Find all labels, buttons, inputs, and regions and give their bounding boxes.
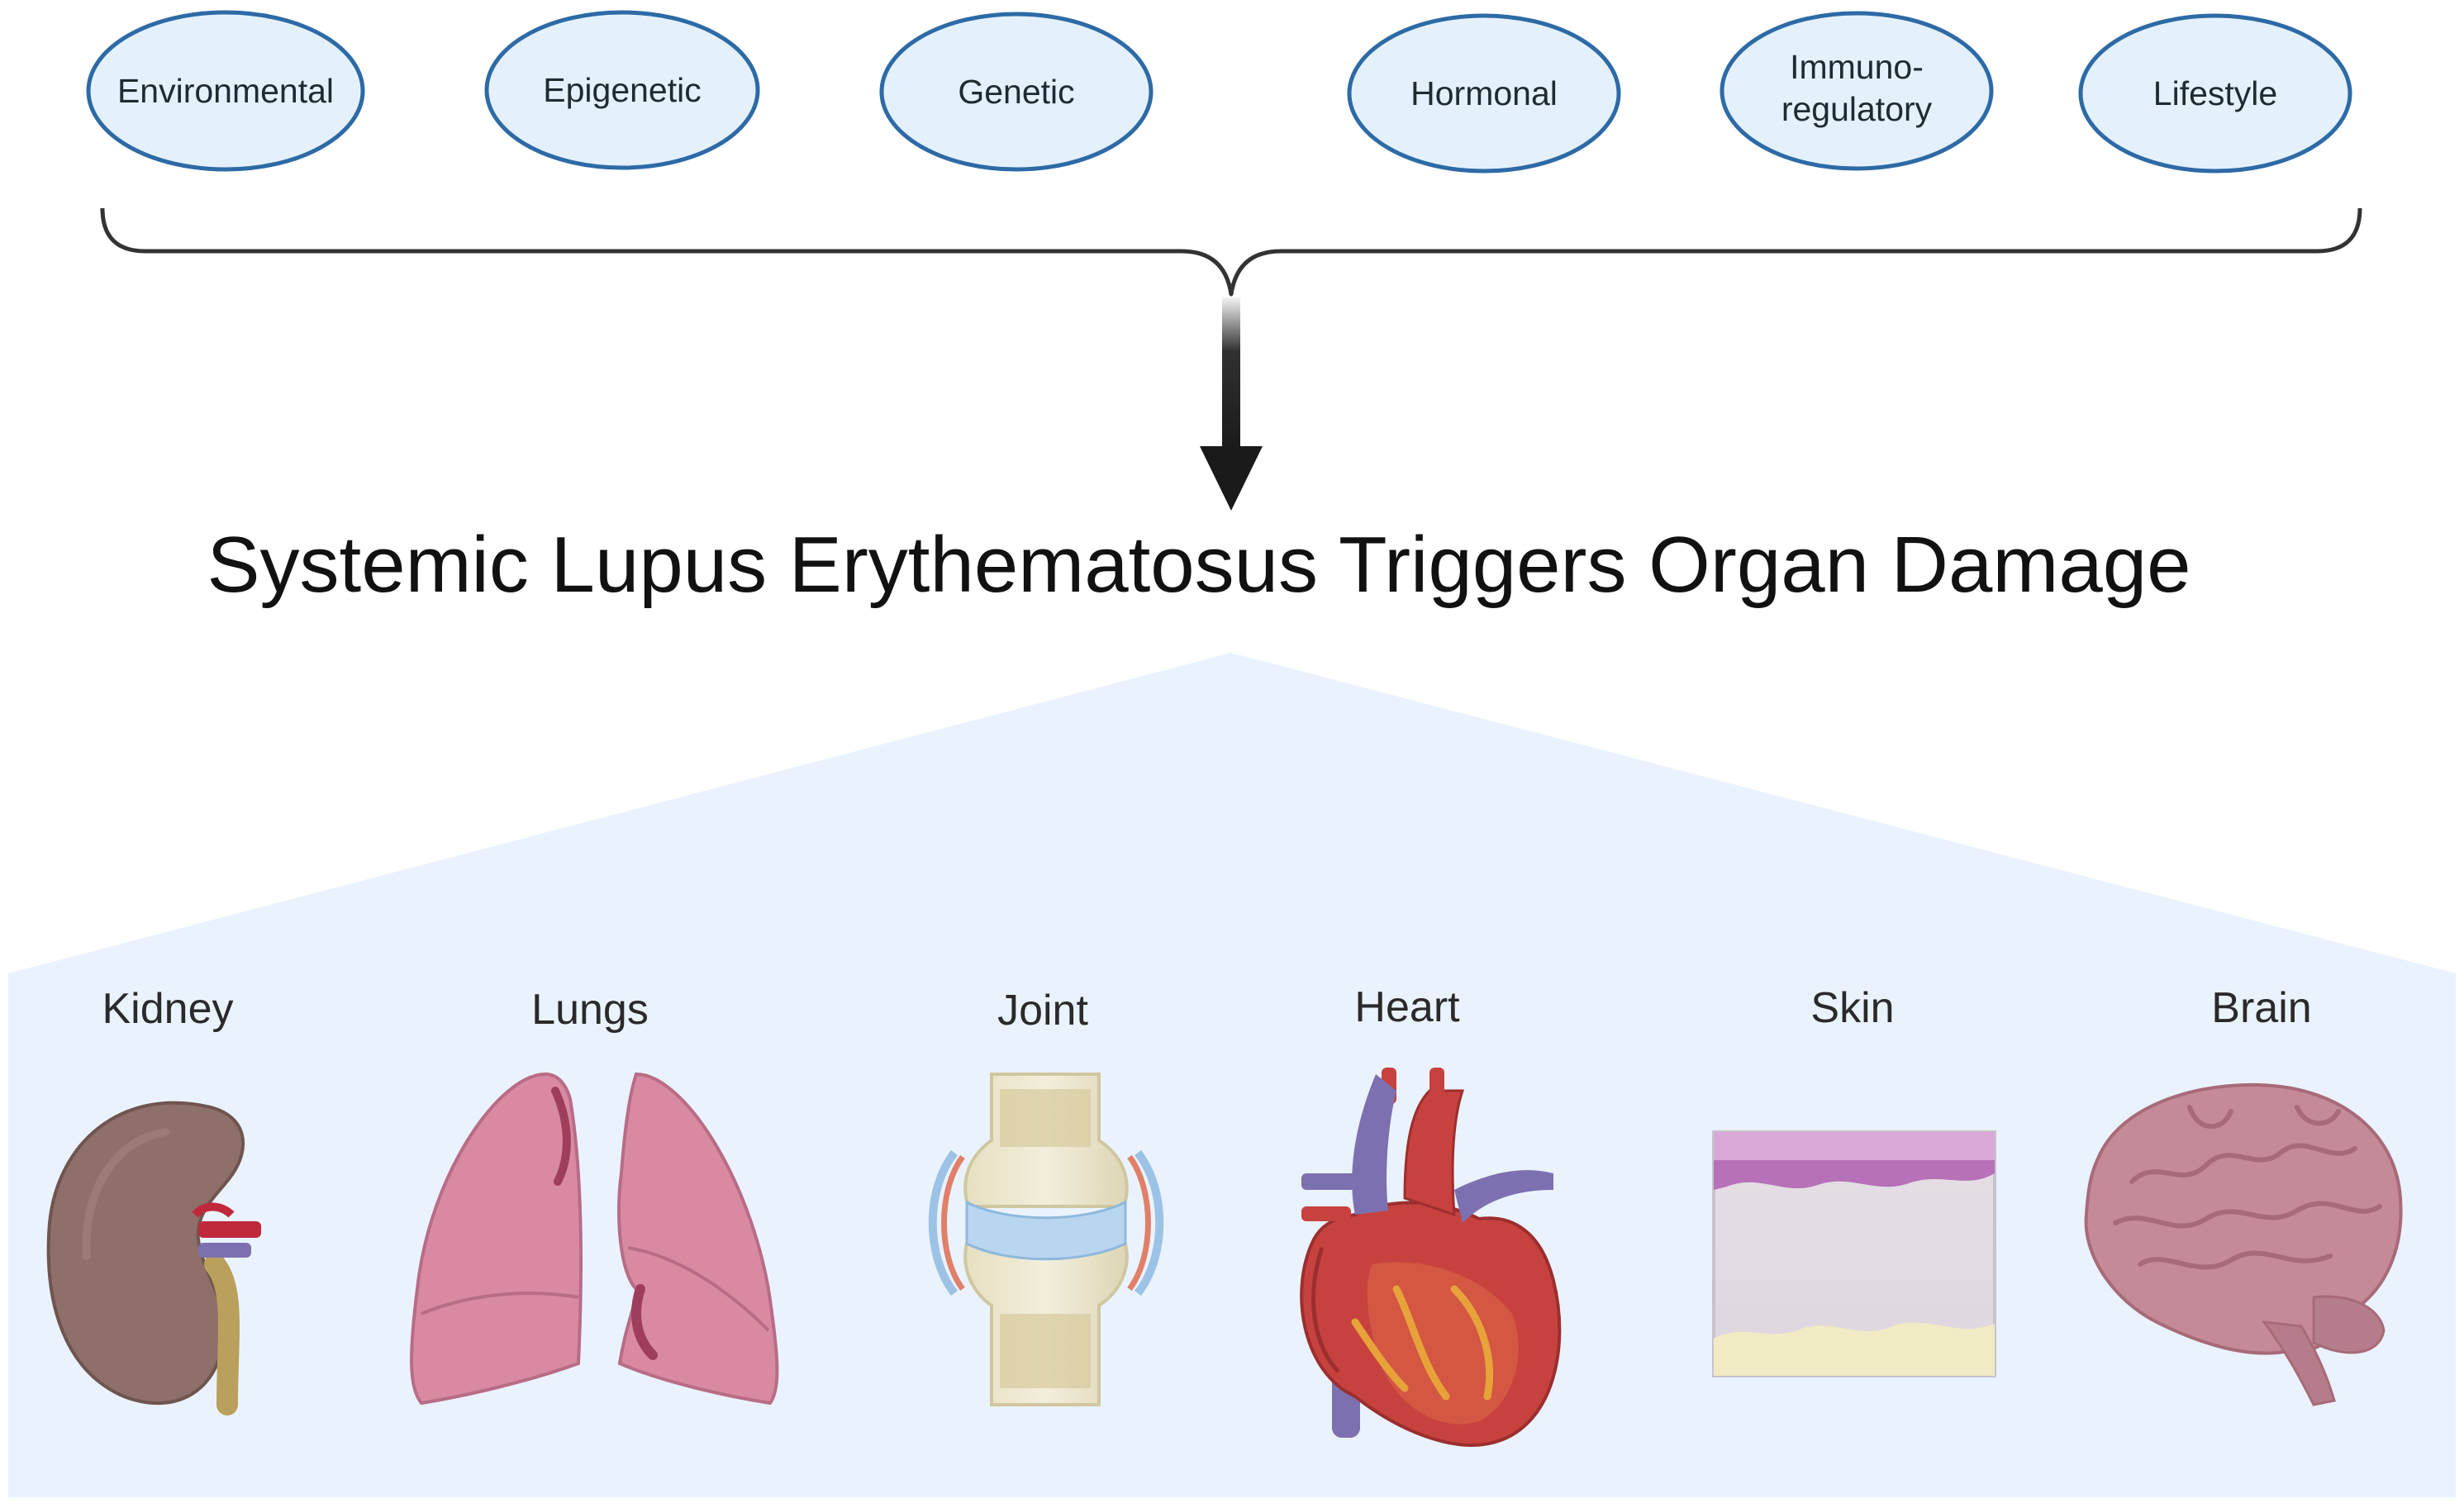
factor-label: Lifestyle [2153,74,2277,112]
organ-panel [8,653,2456,1497]
factor-label: Hormonal [1410,74,1558,112]
joint-icon [928,1073,1164,1406]
skin-icon [1712,1130,1996,1377]
diagram-title: Systemic Lupus Erythematosus Triggers Or… [207,521,2190,609]
organ-label-kidney: Kidney [102,985,234,1033]
brace-connector [100,207,2362,297]
factor-label: Epigenetic [543,71,701,109]
organ-label-brain: Brain [2211,984,2311,1032]
down-arrow-icon [1200,297,1263,511]
factor-hormonal: Hormonal [1347,13,1621,174]
factor-lifestyle: Lifestyle [2078,13,2352,174]
factor-label-line1: Immuno- [1790,48,1924,86]
heart-icon [1300,1068,1562,1447]
organ-label-heart: Heart [1354,983,1460,1031]
kidney-icon [46,1101,261,1415]
factor-list: Environmental Epigenetic Genetic Hormona… [86,10,2352,174]
factor-immunoregulatory: Immuno- regulatory [1720,11,1994,171]
organ-label-lungs: Lungs [531,986,649,1034]
brain-icon [2084,1082,2403,1406]
factor-genetic: Genetic [879,12,1154,172]
organ-labels: Kidney Lungs Joint Heart Skin Brain [102,983,2312,1035]
factor-label: Environmental [117,72,334,110]
factor-epigenetic: Epigenetic [484,10,760,170]
organ-label-skin: Skin [1810,984,1894,1032]
factor-environmental: Environmental [86,10,365,172]
organ-label-joint: Joint [997,987,1088,1035]
lungs-icon [410,1072,779,1406]
factor-label: Genetic [958,73,1074,111]
factor-label-line2: regulatory [1781,90,1933,128]
